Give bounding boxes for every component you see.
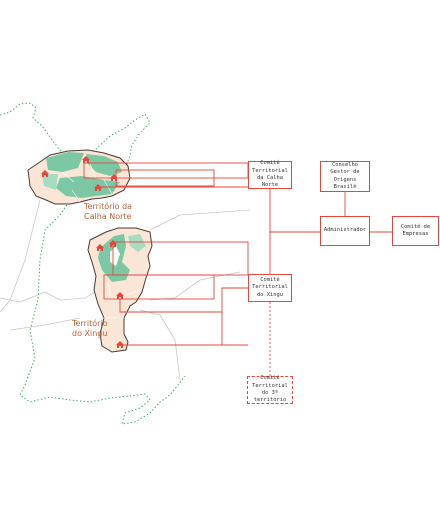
xingu-territory [87, 227, 153, 353]
national-border [0, 102, 186, 425]
state-line [149, 209, 251, 231]
calha-norte-territory [27, 149, 131, 205]
state-line [0, 199, 41, 313]
xingu-link-3 [119, 287, 248, 313]
region-label-xingu: Território do Xingu [72, 319, 108, 338]
state-line [139, 309, 181, 381]
third-territory-committee-box[interactable]: Comitê Territorial do 3º território [247, 375, 293, 404]
xingu-committee-box[interactable]: Comitê Territorial do Xingu [248, 274, 292, 302]
region-label-calha-norte: Território da Calha Norte [84, 202, 133, 221]
state-line [0, 291, 96, 303]
administrator-box[interactable]: Administrador [320, 216, 370, 246]
council-box[interactable]: Conselho Gestor de Origens Brasil® [320, 161, 370, 192]
house-icon [41, 156, 124, 348]
xingu-link-frame-2 [103, 274, 215, 300]
state-line [9, 317, 81, 331]
companies-committee-box[interactable]: Comitê de Empresas [392, 216, 439, 246]
calha-norte-committee-box[interactable]: Comitê Territorial da Calha Norte [248, 160, 292, 189]
state-line [149, 271, 241, 301]
